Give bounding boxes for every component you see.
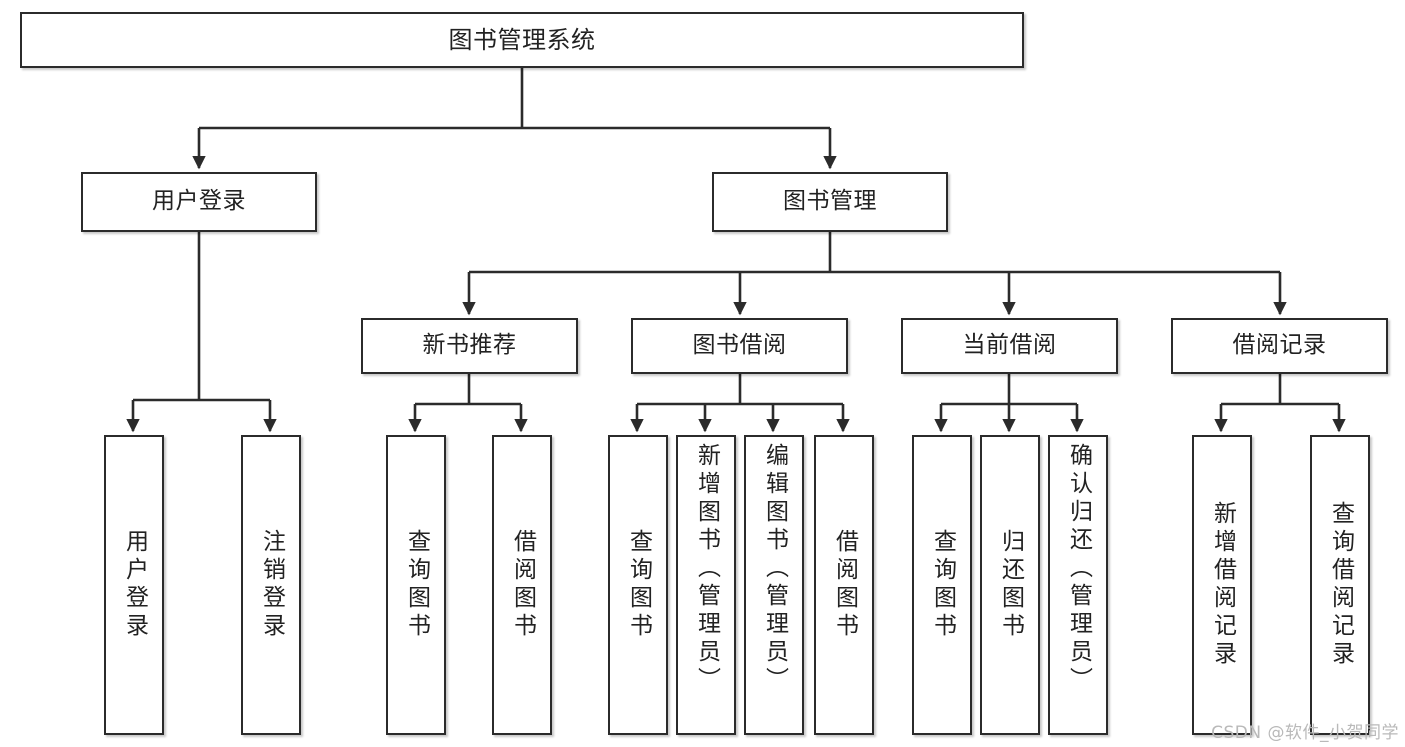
node-root-book-management-system[interactable]: 图书管理系统 <box>20 12 1024 68</box>
node-label: 新书推荐 <box>422 332 517 359</box>
node-label: 查询图书 <box>929 529 956 641</box>
node-label: 用户登录 <box>152 188 246 215</box>
node-label: 图书管理系统 <box>448 25 596 54</box>
leaf-user-login[interactable]: 用户登录 <box>104 435 164 735</box>
node-label: 图书管理 <box>783 188 877 215</box>
leaf-borrow-book-borrow[interactable]: 借阅图书 <box>814 435 874 735</box>
node-label: 图书借阅 <box>692 332 787 359</box>
node-current-borrow[interactable]: 当前借阅 <box>901 318 1118 374</box>
node-label: 借阅图书 <box>509 529 536 641</box>
leaf-logout-login[interactable]: 注销登录 <box>241 435 301 735</box>
node-label: 新增借阅记录 <box>1209 501 1236 669</box>
leaf-return-book[interactable]: 归还图书 <box>980 435 1040 735</box>
node-label: 借阅图书 <box>831 529 858 641</box>
leaf-borrow-book-recommend[interactable]: 借阅图书 <box>492 435 552 735</box>
node-label: 新增图书（管理员） <box>693 443 720 695</box>
node-label: 编辑图书（管理员） <box>761 443 788 695</box>
node-label: 查询图书 <box>403 529 430 641</box>
node-label: 查询图书 <box>625 529 652 641</box>
leaf-query-book-borrow[interactable]: 查询图书 <box>608 435 668 735</box>
leaf-query-book-recommend[interactable]: 查询图书 <box>386 435 446 735</box>
leaf-query-borrow-record[interactable]: 查询借阅记录 <box>1310 435 1370 735</box>
leaf-confirm-return-admin[interactable]: 确认归还（管理员） <box>1048 435 1108 735</box>
leaf-query-book-current[interactable]: 查询图书 <box>912 435 972 735</box>
node-book-borrow[interactable]: 图书借阅 <box>631 318 848 374</box>
node-user-login[interactable]: 用户登录 <box>81 172 317 232</box>
node-label: 注销登录 <box>258 529 285 641</box>
leaf-add-book-admin[interactable]: 新增图书（管理员） <box>676 435 736 735</box>
node-label: 借阅记录 <box>1232 332 1327 359</box>
node-new-book-recommend[interactable]: 新书推荐 <box>361 318 578 374</box>
node-label: 确认归还（管理员） <box>1065 443 1092 695</box>
node-label: 归还图书 <box>997 529 1024 641</box>
node-label: 当前借阅 <box>962 332 1057 359</box>
leaf-edit-book-admin[interactable]: 编辑图书（管理员） <box>744 435 804 735</box>
leaf-add-borrow-record[interactable]: 新增借阅记录 <box>1192 435 1252 735</box>
node-borrow-record[interactable]: 借阅记录 <box>1171 318 1388 374</box>
node-label: 查询借阅记录 <box>1327 501 1354 669</box>
node-label: 用户登录 <box>121 529 148 641</box>
csdn-watermark: CSDN @软件_小贺同学 <box>1211 723 1399 743</box>
node-book-management[interactable]: 图书管理 <box>712 172 948 232</box>
